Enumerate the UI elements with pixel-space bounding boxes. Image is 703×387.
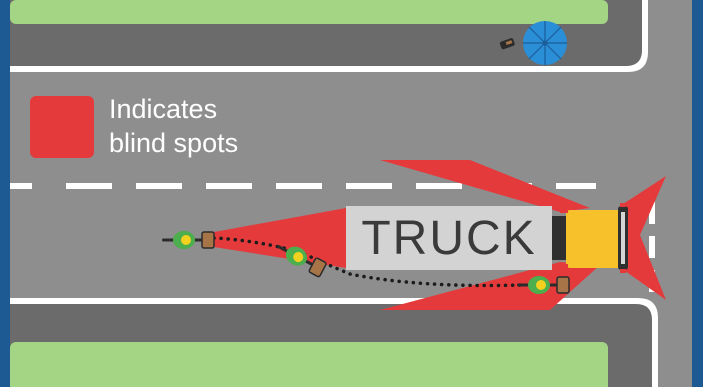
legend-swatch — [30, 96, 94, 158]
truck-label: TRUCK — [346, 206, 552, 270]
legend-label: Indicates blind spots — [109, 92, 238, 160]
legend-line-1: Indicates — [109, 92, 238, 126]
truck-cab — [566, 210, 624, 268]
bottom-sidewalk — [10, 298, 658, 387]
legend-line-2: blind spots — [109, 126, 238, 160]
top-grass — [10, 0, 608, 24]
bottom-grass — [10, 342, 608, 387]
